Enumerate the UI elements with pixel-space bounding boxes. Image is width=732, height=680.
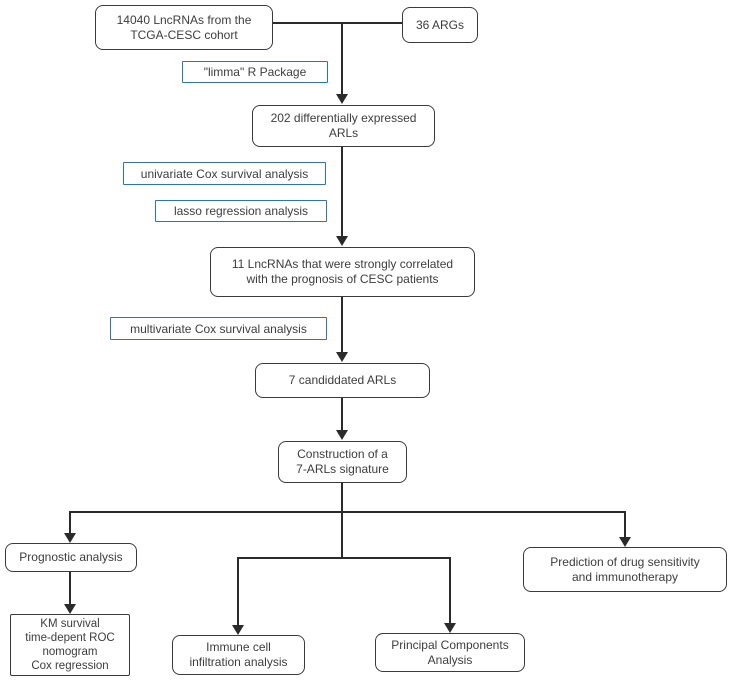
connector-merge-to-de-arls xyxy=(341,22,343,94)
node-limma-r-package: "limma" R Package xyxy=(182,61,328,83)
connector-prognostic-to-km xyxy=(69,572,71,604)
arrowhead-to-drug xyxy=(619,537,631,547)
node-univariate-cox: univariate Cox survival analysis xyxy=(123,162,326,185)
node-11-lncrnas: 11 LncRNAs that were strongly correlated… xyxy=(210,247,475,297)
connector-11-lncrnas-to-7-arls xyxy=(341,297,343,352)
connector-branch1-to-drug xyxy=(624,511,626,537)
connector-branch1-to-prognostic xyxy=(69,511,71,533)
connector-branch1-horizontal xyxy=(69,511,626,513)
connector-de-arls-to-11-lncrnas xyxy=(341,147,343,236)
connector-7-arls-to-construction xyxy=(341,398,343,430)
node-36-args: 36 ARGs xyxy=(402,7,478,43)
node-7-candidate-arls: 7 candiddated ARLs xyxy=(255,363,430,398)
arrowhead-to-de-arls xyxy=(336,94,348,104)
arrowhead-to-km xyxy=(64,604,76,614)
node-multivariate-cox: multivariate Cox survival analysis xyxy=(110,317,327,340)
connector-branch2-to-pca xyxy=(449,557,451,623)
arrowhead-to-immune xyxy=(232,625,244,635)
node-lasso-regression: lasso regression analysis xyxy=(155,200,327,222)
connector-tcga-args-horizontal xyxy=(273,22,403,24)
arrowhead-to-pca xyxy=(444,623,456,633)
arrowhead-to-11-lncrnas xyxy=(336,236,348,246)
node-prognostic-analysis: Prognostic analysis xyxy=(5,543,137,572)
connector-branch2-stem xyxy=(341,511,343,558)
arrowhead-to-construction xyxy=(336,430,348,440)
arrowhead-to-7-arls xyxy=(336,352,348,362)
connector-branch2-to-immune xyxy=(237,557,239,625)
connector-branch2-horizontal xyxy=(237,557,451,559)
arrowhead-to-prognostic xyxy=(64,533,76,543)
connector-construction-to-branch xyxy=(341,483,343,512)
